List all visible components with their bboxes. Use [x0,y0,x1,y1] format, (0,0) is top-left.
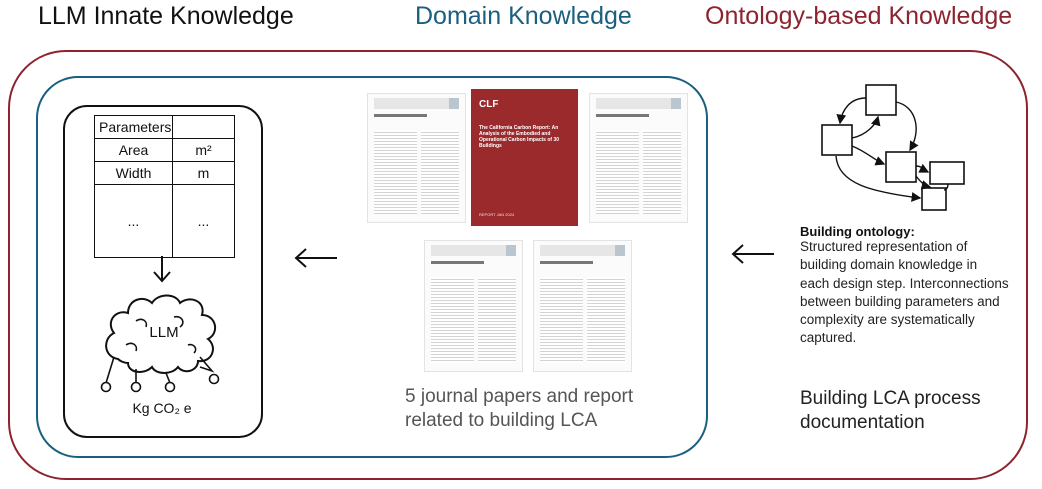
left-arrow-icon [294,248,337,268]
table-row: Area m² [94,138,235,162]
down-arrow-icon [153,256,171,283]
table-row: Width m [94,161,235,185]
report-brand: CLF [479,99,499,110]
param-name: Area [94,138,173,162]
report-cover: CLF The California Carbon Report: An Ana… [471,89,578,226]
report-title: The California Carbon Report: An Analysi… [479,125,560,149]
papers-caption: 5 journal papers and report related to b… [405,386,634,431]
journal-paper-thumbnail [424,240,523,372]
journal-paper-thumbnail [589,93,688,223]
journal-paper-thumbnail [533,240,632,372]
header-domain-knowledge: Domain Knowledge [415,2,632,30]
param-name: Width [94,161,173,185]
header-llm-innate-knowledge: LLM Innate Knowledge [38,2,294,30]
ontology-container [8,50,1028,480]
ontology-title: Building ontology: [800,224,915,239]
param-unit: m² [172,138,235,162]
parameter-table: Parameters Area m² Width m ... ... [94,115,235,258]
left-arrow-icon [731,244,774,264]
param-name: ... [94,184,173,258]
lca-process-caption: Building LCA process documentation [800,388,981,433]
ontology-graph-icon [821,84,965,211]
table-header-empty [172,115,235,139]
table-row: Parameters [94,115,235,139]
header-ontology-based-knowledge: Ontology-based Knowledge [705,2,1013,30]
llm-container [63,105,263,438]
domain-container [36,76,708,458]
llm-label: LLM [149,324,179,341]
report-date: REPORT JAN 2024 [479,212,515,217]
param-unit: m [172,161,235,185]
table-row: ... ... [94,184,235,258]
output-label: Kg CO₂ e [132,400,192,416]
journal-paper-thumbnail [367,93,466,223]
brain-icon [100,294,220,393]
table-header-cell: Parameters [94,115,173,139]
param-unit: ... [172,184,235,258]
ontology-description: Structured representation of building do… [800,239,1009,346]
